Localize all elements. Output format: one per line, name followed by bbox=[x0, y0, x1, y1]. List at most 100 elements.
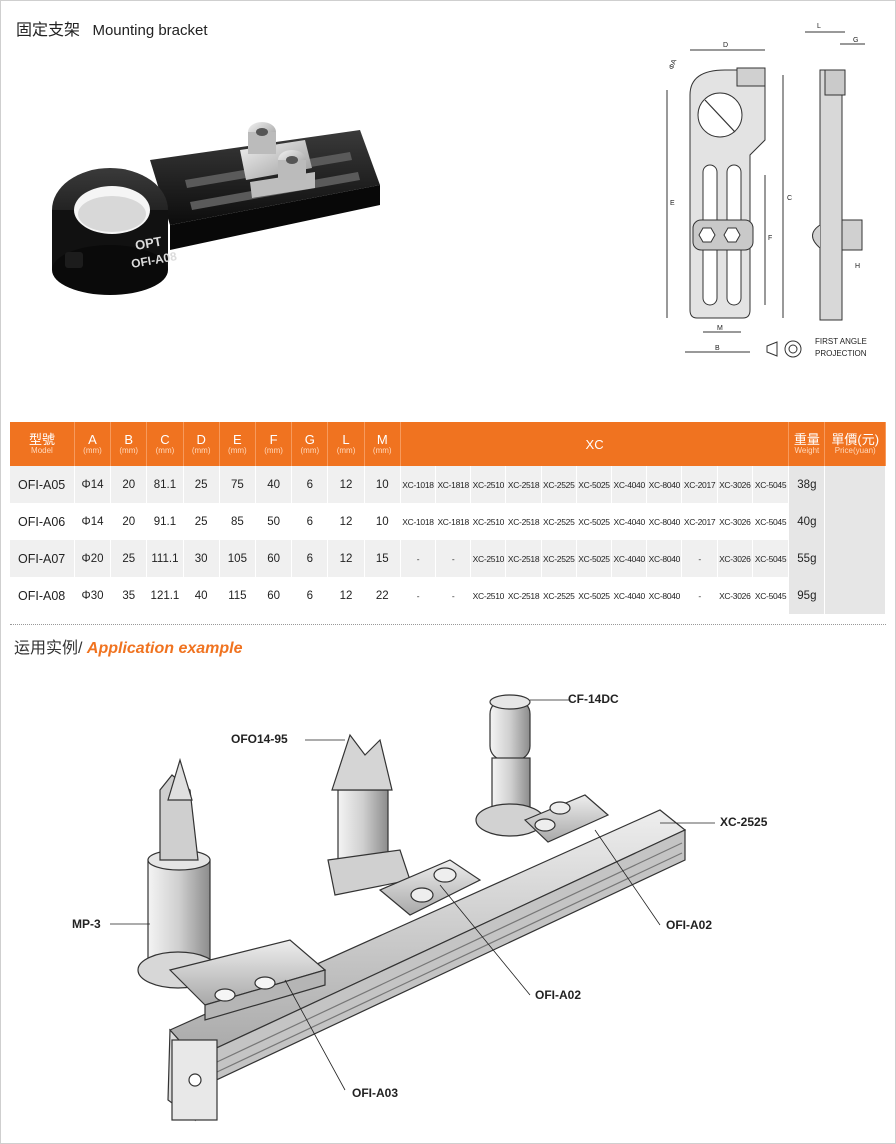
th-g: G(mm) bbox=[291, 422, 329, 466]
dim-c: C bbox=[787, 195, 792, 202]
dim-e: E bbox=[670, 200, 675, 207]
cell-xc: XC-4040 bbox=[611, 577, 648, 614]
dim-h: H bbox=[855, 263, 860, 270]
th-xc: XC bbox=[400, 422, 790, 466]
application-title-cn: 运用实例/ bbox=[14, 640, 83, 657]
cell-xc: XC-8040 bbox=[646, 466, 683, 503]
cell-l: 12 bbox=[327, 577, 365, 614]
projection-line2: PROJECTION bbox=[815, 349, 867, 358]
cell-g: 6 bbox=[291, 503, 329, 540]
dim-f: F bbox=[768, 235, 772, 242]
cell-b: 25 bbox=[110, 540, 148, 577]
cell-xc: XC-5025 bbox=[576, 503, 613, 540]
cell-m: 10 bbox=[364, 466, 401, 503]
cell-c: 111.1 bbox=[146, 540, 184, 577]
cell-xc: - bbox=[681, 577, 718, 614]
cell-l: 12 bbox=[327, 540, 365, 577]
application-title-en: Application example bbox=[86, 640, 243, 657]
title-en: Mounting bracket bbox=[92, 22, 208, 39]
cell-d: 25 bbox=[183, 503, 220, 540]
cell-l: 12 bbox=[327, 466, 365, 503]
title-cn: 固定支架 bbox=[16, 22, 81, 39]
cell-price bbox=[824, 466, 886, 503]
cell-a: Φ14 bbox=[74, 466, 112, 503]
cell-weight: 95g bbox=[788, 577, 826, 614]
cell-xc: - bbox=[400, 577, 437, 614]
cell-f: 60 bbox=[255, 540, 293, 577]
cell-xc: XC-3026 bbox=[717, 466, 753, 503]
cell-weight: 55g bbox=[788, 540, 826, 577]
th-b: B(mm) bbox=[110, 422, 148, 466]
technical-drawing: D L G ΦA C E F H M B FIRST ANGLE PROJECT… bbox=[666, 23, 867, 358]
application-title: 运用实例/ Application example bbox=[14, 634, 243, 658]
cell-a: Φ14 bbox=[74, 503, 112, 540]
cell-m: 10 bbox=[364, 503, 401, 540]
label-ofi-a03: OFI-A03 bbox=[352, 1086, 399, 1100]
cell-xc: XC-2017 bbox=[681, 503, 718, 540]
cell-xc: XC-1018 bbox=[400, 466, 437, 503]
cell-xc: XC-2525 bbox=[541, 503, 577, 540]
cell-d: 30 bbox=[183, 540, 220, 577]
cell-weight: 40g bbox=[788, 503, 826, 540]
label-ofo14-95: OFO14-95 bbox=[231, 732, 288, 746]
cell-xc: XC-2017 bbox=[681, 466, 718, 503]
cell-xc: XC-5045 bbox=[752, 503, 790, 540]
cell-xc: XC-8040 bbox=[646, 503, 683, 540]
cell-g: 6 bbox=[291, 540, 329, 577]
cell-f: 40 bbox=[255, 466, 293, 503]
cell-xc: XC-3026 bbox=[717, 577, 753, 614]
dim-m: M bbox=[717, 325, 723, 332]
cell-b: 35 bbox=[110, 577, 148, 614]
cell-xc: - bbox=[681, 540, 718, 577]
cell-f: 60 bbox=[255, 577, 293, 614]
th-a: A(mm) bbox=[74, 422, 112, 466]
cell-xc: XC-5045 bbox=[752, 577, 790, 614]
cell-model: OFI-A06 bbox=[10, 503, 75, 540]
page-title: 固定支架 Mounting bracket bbox=[16, 16, 208, 40]
cell-m: 15 bbox=[364, 540, 401, 577]
label-cf-14dc: CF-14DC bbox=[568, 692, 619, 706]
cell-xc: XC-4040 bbox=[611, 540, 648, 577]
th-c: C(mm) bbox=[146, 422, 184, 466]
cell-xc: XC-5025 bbox=[576, 540, 613, 577]
cell-c: 121.1 bbox=[146, 577, 184, 614]
cell-e: 115 bbox=[219, 577, 256, 614]
cell-model: OFI-A05 bbox=[10, 466, 75, 503]
cell-xc: XC-2525 bbox=[541, 466, 577, 503]
projection-line1: FIRST ANGLE bbox=[815, 337, 867, 346]
cell-weight: 38g bbox=[788, 466, 826, 503]
cell-b: 20 bbox=[110, 503, 148, 540]
dim-b: B bbox=[715, 345, 720, 352]
cell-d: 25 bbox=[183, 466, 220, 503]
label-ofi-a02-right: OFI-A02 bbox=[666, 918, 713, 932]
th-d: D(mm) bbox=[183, 422, 220, 466]
cell-price bbox=[824, 577, 886, 614]
application-illustration bbox=[110, 694, 715, 1122]
cell-e: 85 bbox=[219, 503, 256, 540]
cell-c: 91.1 bbox=[146, 503, 184, 540]
cell-xc: XC-8040 bbox=[646, 540, 683, 577]
cell-xc: - bbox=[435, 540, 472, 577]
cell-xc: XC-2510 bbox=[470, 503, 507, 540]
brand-engraving: OPT bbox=[134, 234, 163, 253]
cell-xc: XC-3026 bbox=[717, 503, 753, 540]
cell-xc: - bbox=[400, 540, 437, 577]
label-ofi-a02-mid: OFI-A02 bbox=[535, 988, 582, 1002]
dim-a: ΦA bbox=[668, 58, 678, 70]
cell-a: Φ30 bbox=[74, 577, 112, 614]
cell-d: 40 bbox=[183, 577, 220, 614]
cell-xc: XC-2510 bbox=[470, 577, 507, 614]
cell-price bbox=[824, 540, 886, 577]
cell-xc: XC-2525 bbox=[541, 577, 577, 614]
th-m: M(mm) bbox=[364, 422, 401, 466]
th-e: E(mm) bbox=[219, 422, 256, 466]
cell-xc: XC-4040 bbox=[611, 503, 648, 540]
cell-m: 22 bbox=[364, 577, 401, 614]
dim-d: D bbox=[723, 42, 728, 49]
cell-e: 105 bbox=[219, 540, 256, 577]
